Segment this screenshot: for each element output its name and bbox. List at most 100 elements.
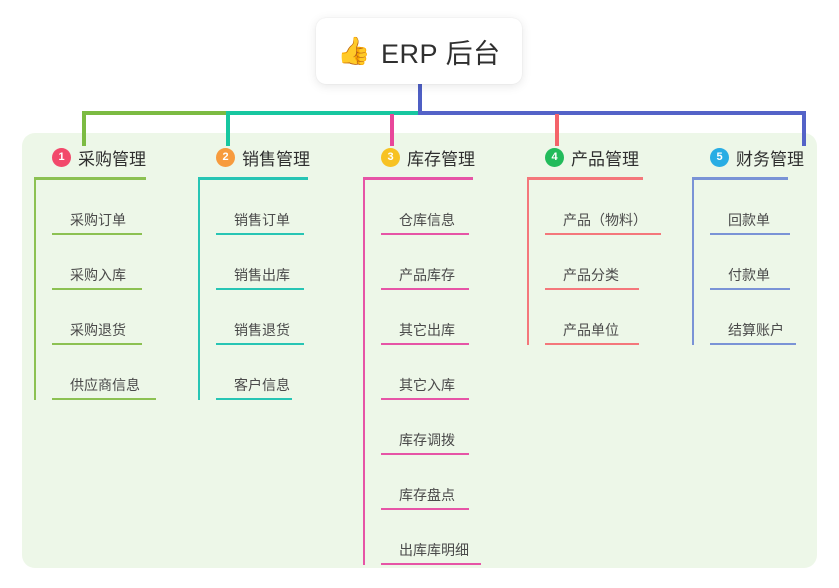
column-items: 仓库信息产品库存其它出库其它入库库存调拨库存盘点出库库明细 [363, 180, 513, 565]
list-item-rule [216, 398, 292, 400]
column-header-4[interactable]: 4 产品管理 [527, 145, 677, 169]
list-item-label: 产品库存 [399, 267, 455, 283]
list-item-label: 付款单 [728, 267, 770, 283]
list-item-label: 采购订单 [70, 212, 126, 228]
list-item-label: 销售订单 [234, 212, 290, 228]
drop-connector-1 [82, 114, 86, 146]
thumbs-up-icon: 👍 [337, 35, 372, 66]
column-1: 1 采购管理采购订单采购入库采购退货供应商信息 [34, 145, 184, 400]
list-item[interactable]: 其它入库 [381, 345, 513, 400]
root-stem-connector [418, 84, 422, 114]
list-item[interactable]: 客户信息 [216, 345, 348, 400]
list-item-label: 采购退货 [70, 322, 126, 338]
list-item-rule [216, 343, 304, 345]
list-item-rule [710, 288, 790, 290]
column-title-rule [198, 177, 308, 180]
column-title: 采购管理 [78, 149, 146, 169]
list-item-rule [545, 288, 639, 290]
column-header-3[interactable]: 3 库存管理 [363, 145, 513, 169]
drop-connector-5 [802, 114, 806, 146]
list-item-rule [381, 508, 469, 510]
list-item-rule [52, 343, 142, 345]
column-3: 3 库存管理仓库信息产品库存其它出库其它入库库存调拨库存盘点出库库明细 [363, 145, 513, 565]
list-item-label: 回款单 [728, 212, 770, 228]
list-item-label: 库存调拨 [399, 432, 455, 448]
list-item-rule [52, 288, 142, 290]
list-item-rule [381, 343, 469, 345]
list-item-label: 采购入库 [70, 267, 126, 283]
column-items: 回款单付款单结算账户 [692, 180, 832, 345]
root-node-card[interactable]: 👍 ERP 后台 [316, 18, 522, 84]
list-item-rule [381, 563, 481, 565]
list-item[interactable]: 产品库存 [381, 235, 513, 290]
column-title-rule [34, 177, 146, 180]
list-item[interactable]: 其它出库 [381, 290, 513, 345]
list-item[interactable]: 采购退货 [52, 290, 184, 345]
list-item-label: 仓库信息 [399, 212, 455, 228]
list-item-rule [52, 398, 156, 400]
list-item-label: 供应商信息 [70, 377, 140, 393]
list-item[interactable]: 出库库明细 [381, 510, 513, 565]
bus-segment-2 [226, 111, 420, 115]
list-item-rule [381, 233, 469, 235]
column-title: 库存管理 [407, 149, 475, 169]
list-item-rule [545, 233, 661, 235]
list-item-label: 结算账户 [728, 322, 784, 338]
list-item[interactable]: 仓库信息 [381, 180, 513, 235]
list-item[interactable]: 销售订单 [216, 180, 348, 235]
column-spine [363, 180, 365, 565]
list-item[interactable]: 产品单位 [545, 290, 677, 345]
column-items: 采购订单采购入库采购退货供应商信息 [34, 180, 184, 400]
column-title-rule [363, 177, 473, 180]
list-item-rule [216, 233, 304, 235]
bus-segment-3 [418, 111, 806, 115]
list-item[interactable]: 回款单 [710, 180, 832, 235]
list-item-label: 库存盘点 [399, 487, 455, 503]
list-item-rule [545, 343, 639, 345]
list-item[interactable]: 采购入库 [52, 235, 184, 290]
list-item-rule [216, 288, 304, 290]
column-title: 销售管理 [242, 149, 310, 169]
list-item[interactable]: 付款单 [710, 235, 832, 290]
list-item[interactable]: 库存盘点 [381, 455, 513, 510]
column-index-badge: 3 [381, 147, 400, 167]
column-spine [527, 180, 529, 345]
list-item[interactable]: 产品分类 [545, 235, 677, 290]
column-index-badge: 2 [216, 147, 235, 167]
bus-segment-1 [82, 111, 228, 115]
column-spine [198, 180, 200, 400]
list-item[interactable]: 供应商信息 [52, 345, 184, 400]
list-item-label: 出库库明细 [399, 542, 469, 558]
list-item-label: 销售出库 [234, 267, 290, 283]
column-index-badge: 1 [52, 147, 71, 167]
column-title-rule [527, 177, 643, 180]
column-index-badge: 5 [710, 147, 729, 167]
column-title-rule [692, 177, 788, 180]
drop-connector-2 [226, 114, 230, 146]
list-item-rule [381, 398, 469, 400]
column-header-2[interactable]: 2 销售管理 [198, 145, 348, 169]
column-spine [34, 180, 36, 400]
column-spine [692, 180, 694, 345]
list-item-label: 其它入库 [399, 377, 455, 393]
column-items: 产品（物料）产品分类产品单位 [527, 180, 677, 345]
column-items: 销售订单销售出库销售退货客户信息 [198, 180, 348, 400]
column-2: 2 销售管理销售订单销售出库销售退货客户信息 [198, 145, 348, 400]
column-index-badge: 4 [545, 147, 564, 167]
list-item-rule [381, 453, 469, 455]
column-title: 产品管理 [571, 149, 639, 169]
list-item-label: 销售退货 [234, 322, 290, 338]
list-item[interactable]: 库存调拨 [381, 400, 513, 455]
page-title: ERP 后台 [381, 38, 501, 69]
list-item[interactable]: 结算账户 [710, 290, 832, 345]
list-item[interactable]: 产品（物料） [545, 180, 677, 235]
list-item[interactable]: 销售退货 [216, 290, 348, 345]
list-item[interactable]: 销售出库 [216, 235, 348, 290]
list-item-label: 其它出库 [399, 322, 455, 338]
diagram-panel [22, 133, 817, 568]
list-item[interactable]: 采购订单 [52, 180, 184, 235]
column-header-1[interactable]: 1 采购管理 [34, 145, 184, 169]
list-item-rule [710, 343, 796, 345]
